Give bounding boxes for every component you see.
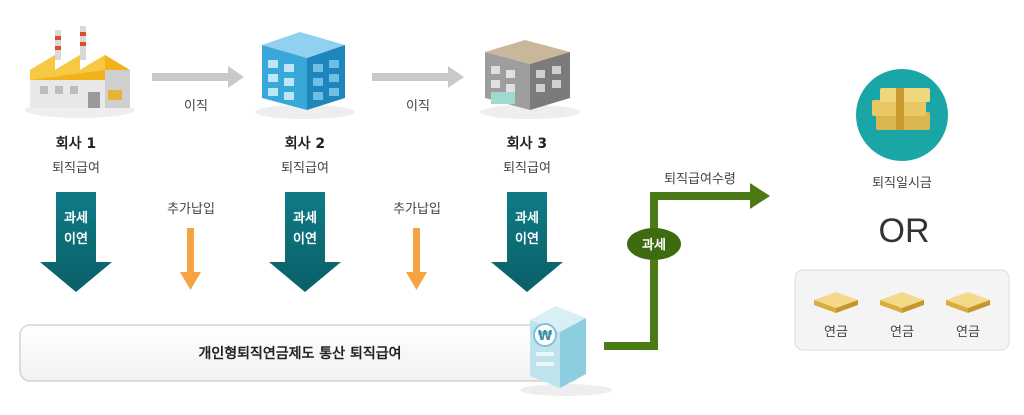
tax-deferral-arrow-3: 과세 이연: [491, 192, 563, 292]
transfer-label-2: 이직: [406, 99, 430, 114]
blue-office-icon: [255, 32, 355, 119]
gold-bar-icon: [814, 292, 858, 313]
pension-label-1: 연금: [824, 325, 848, 340]
tax-badge: 과세: [627, 228, 681, 260]
pension-box: 연금 연금 연금: [794, 269, 1010, 351]
transfer-label-1: 이직: [184, 99, 208, 114]
tax-badge-label: 과세: [642, 238, 666, 253]
tax-deferral-arrow-1: 과세 이연: [40, 192, 112, 292]
tax-deferral-line1: 과세: [515, 211, 539, 226]
irp-bar-label: 개인형퇴직연금제도 통산 퇴직급여: [199, 345, 402, 362]
tax-deferral-line2: 이연: [293, 231, 317, 247]
tax-deferral-line2: 이연: [515, 231, 539, 247]
lump-sum-label: 퇴직일시금: [872, 176, 932, 191]
svg-text:₩: ₩: [538, 329, 553, 344]
company-2-name: 회사 2: [285, 136, 325, 152]
grey-building-icon: [480, 40, 580, 119]
receipt-label: 퇴직급여수령: [664, 172, 736, 187]
company-1-name: 회사 1: [56, 136, 96, 152]
money-stack-icon: [856, 69, 948, 161]
company-3-name: 회사 3: [507, 136, 547, 152]
company-2-benefit: 퇴직급여: [281, 161, 329, 176]
bank-building-icon: ₩: [520, 306, 612, 396]
transfer-arrow-2: [372, 66, 464, 88]
extra-payment-label-2: 추가납입: [393, 202, 441, 217]
tax-deferral-line1: 과세: [293, 211, 317, 226]
receipt-path: [604, 183, 770, 350]
tax-deferral-line1: 과세: [64, 211, 88, 226]
tax-deferral-line2: 이연: [64, 231, 88, 247]
or-label: OR: [879, 212, 930, 250]
gold-bar-icon: [946, 292, 990, 313]
factory-icon: [25, 26, 135, 118]
gold-bar-icon: [880, 292, 924, 313]
pension-label-2: 연금: [890, 325, 914, 340]
pension-label-3: 연금: [956, 325, 980, 340]
extra-payment-arrow-2: [406, 228, 427, 290]
extra-payment-label-1: 추가납입: [167, 202, 215, 217]
irp-bar: 개인형퇴직연금제도 통산 퇴직급여: [19, 324, 581, 382]
company-3-benefit: 퇴직급여: [503, 161, 551, 176]
tax-deferral-arrow-2: 과세 이연: [269, 192, 341, 292]
company-1-benefit: 퇴직급여: [52, 161, 100, 176]
extra-payment-arrow-1: [180, 228, 201, 290]
transfer-arrow-1: [152, 66, 244, 88]
